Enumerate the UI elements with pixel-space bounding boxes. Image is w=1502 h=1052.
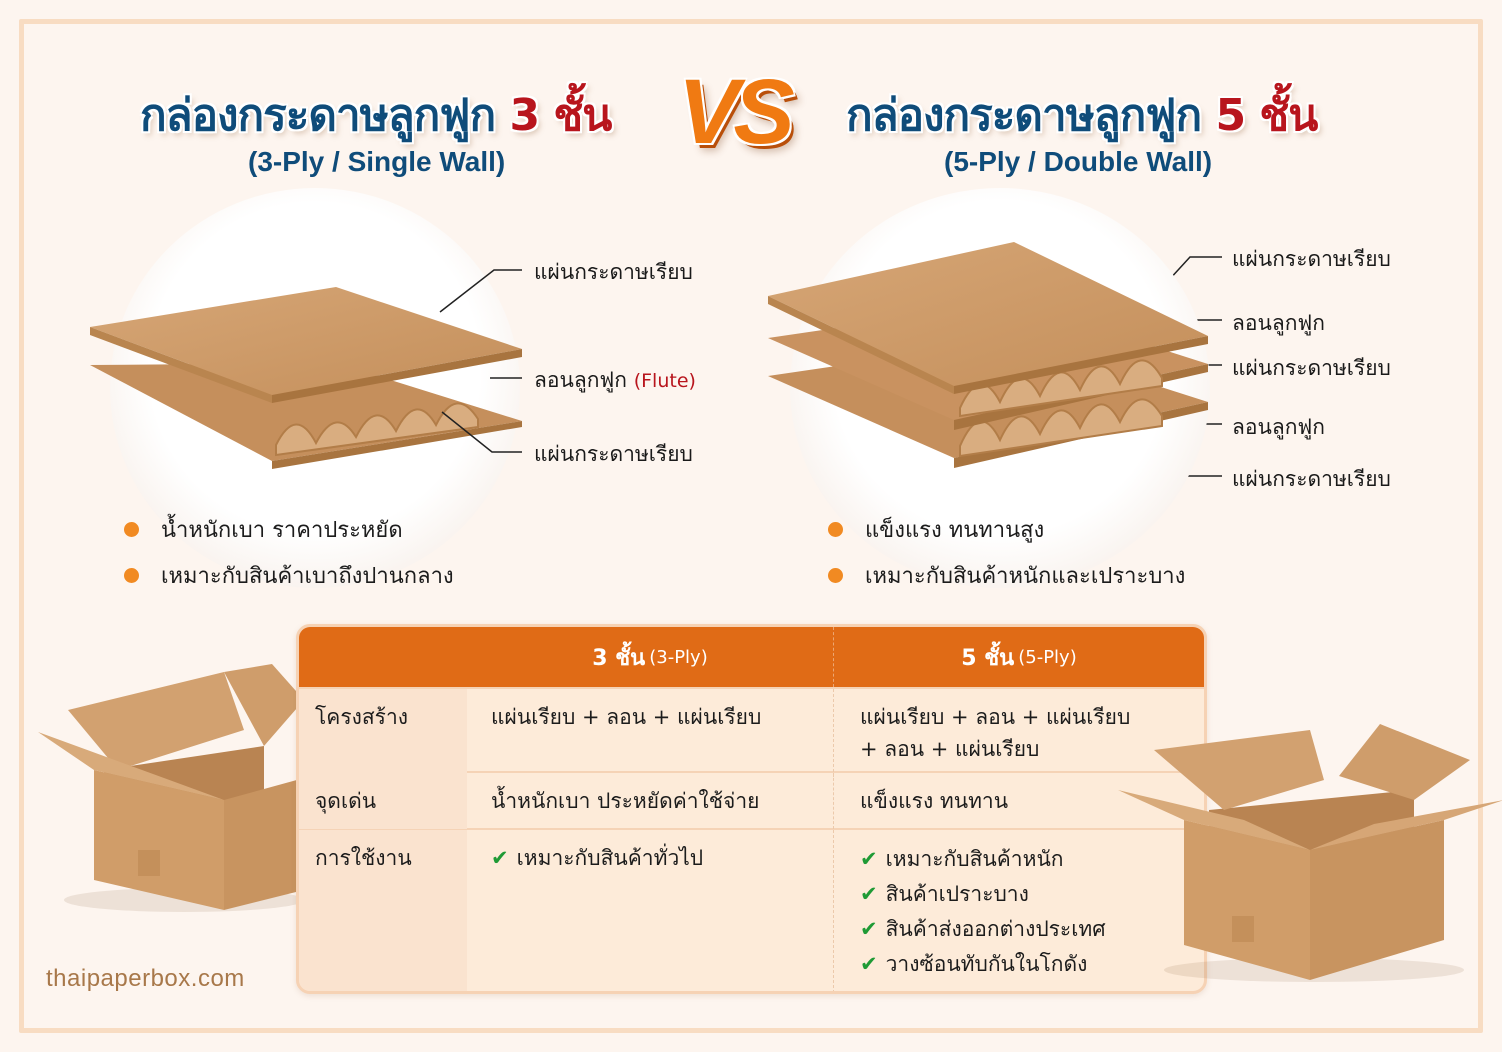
- cell-line: + ลอน + แผ่นเรียบ: [860, 737, 1040, 761]
- header-3ply-sub: (3-Ply): [649, 646, 708, 668]
- right-callout-liner-1: แผ่นกระดาษเรียบ: [1232, 247, 1391, 271]
- header-5ply-sub: (5-Ply): [1018, 646, 1077, 668]
- usage-item: ✔ สินค้าเปราะบาง: [860, 877, 1188, 912]
- right-callout-flute-1: ลอนลูกฟูก: [1232, 311, 1326, 335]
- usage-item: ✔ สินค้าส่งออกต่างประเทศ: [860, 912, 1188, 947]
- table-header: 3 ชั้น(3-Ply) 5 ชั้น(5-Ply): [299, 627, 1204, 687]
- bullet-text: แข็งแรง ทนทานสูง: [865, 517, 1045, 543]
- usage-item: ✔ เหมาะกับสินค้าหนัก: [860, 842, 1188, 877]
- right-title-text: กล่องกระดาษลูกฟูก: [846, 90, 1202, 141]
- header-empty: [299, 627, 467, 687]
- header-3ply-main: 3 ชั้น: [592, 645, 646, 671]
- cell-text: สินค้าเปราะบาง: [885, 882, 1029, 906]
- vs-badge: VS: [678, 61, 795, 163]
- table-row-usage: การใช้งาน ✔ เหมาะกับสินค้าทั่วไป ✔ เหมาะกั…: [299, 828, 1204, 991]
- check-icon: ✔: [860, 882, 878, 906]
- left-callout-bottom-liner: แผ่นกระดาษเรียบ: [534, 442, 693, 466]
- header-3ply: 3 ชั้น(3-Ply): [467, 627, 833, 687]
- flute-label-th: ลอนลูกฟูก: [534, 368, 628, 392]
- corrugated-5ply-icon: [768, 242, 1208, 468]
- check-icon: ✔: [860, 917, 878, 941]
- flute-label-en: (Flute): [633, 370, 696, 392]
- table-row-structure: โครงสร้าง แผ่นเรียบ + ลอน + แผ่นเรียบ แผ…: [299, 687, 1204, 777]
- left-title-num: 3 ชั้น: [509, 90, 612, 141]
- open-box-icon: [1118, 724, 1502, 982]
- left-callout-top-liner: แผ่นกระดาษเรียบ: [534, 260, 693, 284]
- right-callout-flute-2: ลอนลูกฟูก: [1232, 415, 1326, 439]
- cell-3ply: ✔ เหมาะกับสินค้าทั่วไป: [467, 830, 833, 991]
- bullet-dot-icon: [828, 567, 843, 583]
- table-row-highlights: จุดเด่น น้ำหนักเบา ประหยัดค่าใช้จ่าย แข็…: [299, 771, 1204, 829]
- cell-text: เหมาะกับสินค้าหนัก: [885, 847, 1064, 871]
- cell-5ply: แข็งแรง ทนทาน: [833, 773, 1204, 829]
- right-title-num: 5 ชั้น: [1215, 90, 1318, 141]
- cell-text: เหมาะกับสินค้าทั่วไป: [516, 846, 704, 870]
- left-title: กล่องกระดาษลูกฟูก 3 ชั้น: [140, 80, 612, 150]
- cell-5ply: แผ่นเรียบ + ลอน + แผ่นเรียบ + ลอน + แผ่น…: [833, 689, 1204, 777]
- comparison-table: 3 ชั้น(3-Ply) 5 ชั้น(5-Ply) โครงสร้าง แผ…: [296, 624, 1207, 994]
- left-callout-flute: ลอนลูกฟูก (Flute): [534, 364, 696, 397]
- header-5ply: 5 ชั้น(5-Ply): [833, 627, 1204, 687]
- five-ply-sheet-illustration: [764, 240, 1214, 504]
- left-subtitle: (3-Ply / Single Wall): [248, 146, 506, 177]
- bullet-text: เหมาะกับสินค้าหนักและเปราะบาง: [865, 563, 1186, 589]
- bullet-text: เหมาะกับสินค้าเบาถึงปานกลาง: [161, 563, 454, 589]
- right-title: กล่องกระดาษลูกฟูก 5 ชั้น: [846, 80, 1318, 150]
- cell-5ply: ✔ เหมาะกับสินค้าหนัก ✔ สินค้าเปราะบาง ✔ สิน…: [833, 830, 1204, 991]
- left-bullet: เหมาะกับสินค้าเบาถึงปานกลาง: [124, 552, 454, 598]
- right-box-illustration: [1114, 720, 1502, 994]
- three-ply-sheet-illustration: [86, 285, 526, 479]
- bullet-dot-icon: [124, 567, 139, 583]
- footer-website[interactable]: thaipaperbox.com: [46, 965, 245, 992]
- left-bullets: น้ำหนักเบา ราคาประหยัด เหมาะกับสินค้าเบา…: [124, 506, 454, 598]
- corrugated-3ply-icon: [90, 287, 522, 469]
- cell-3ply: แผ่นเรียบ + ลอน + แผ่นเรียบ: [491, 705, 762, 729]
- cell-3ply: น้ำหนักเบา ประหยัดค่าใช้จ่าย: [491, 789, 760, 813]
- right-bullets: แข็งแรง ทนทานสูง เหมาะกับสินค้าหนักและเป…: [828, 506, 1185, 598]
- left-title-text: กล่องกระดาษลูกฟูก: [140, 90, 496, 141]
- row-label: โครงสร้าง: [299, 689, 467, 777]
- right-bullet: แข็งแรง ทนทานสูง: [828, 506, 1185, 552]
- right-subtitle: (5-Ply / Double Wall): [944, 146, 1213, 177]
- cell-text: สินค้าส่งออกต่างประเทศ: [885, 917, 1106, 941]
- check-icon: ✔: [860, 952, 878, 976]
- right-callout-liner-2: แผ่นกระดาษเรียบ: [1232, 356, 1391, 380]
- check-icon: ✔: [860, 847, 878, 871]
- right-bullet: เหมาะกับสินค้าหนักและเปราะบาง: [828, 552, 1185, 598]
- row-label: การใช้งาน: [299, 830, 467, 991]
- header-5ply-main: 5 ชั้น: [961, 645, 1015, 671]
- page-frame: [19, 19, 1483, 1033]
- cell-text: วางซ้อนทับกันในโกดัง: [885, 952, 1088, 976]
- open-box-icon: [38, 664, 304, 912]
- bullet-dot-icon: [124, 521, 139, 537]
- row-label: จุดเด่น: [299, 773, 467, 829]
- cell-line: แผ่นเรียบ + ลอน + แผ่นเรียบ: [860, 705, 1131, 729]
- bullet-text: น้ำหนักเบา ราคาประหยัด: [161, 517, 403, 543]
- bullet-dot-icon: [828, 521, 843, 537]
- left-bullet: น้ำหนักเบา ราคาประหยัด: [124, 506, 454, 552]
- usage-item: ✔ วางซ้อนทับกันในโกดัง: [860, 947, 1188, 982]
- left-box-illustration: [34, 660, 304, 924]
- check-icon: ✔: [491, 846, 509, 870]
- right-callout-liner-3: แผ่นกระดาษเรียบ: [1232, 467, 1391, 491]
